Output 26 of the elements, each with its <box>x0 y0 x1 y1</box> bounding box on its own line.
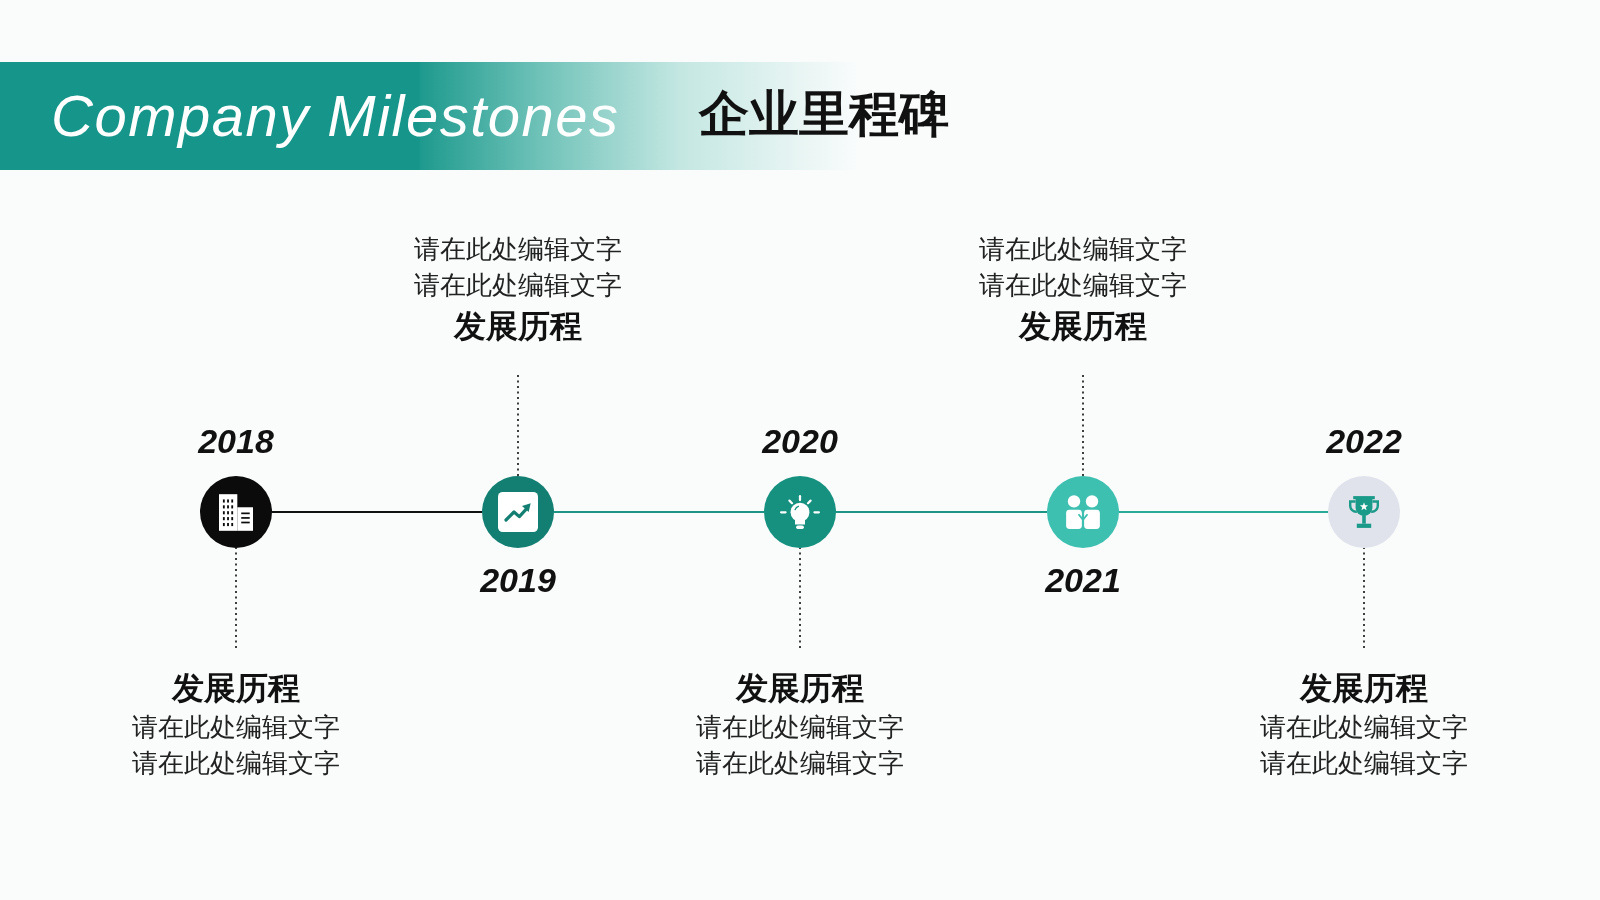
translated-title: 企业里程碑 <box>699 86 949 142</box>
milestone-description: 请在此处编辑文字请在此处编辑文字 <box>131 712 341 780</box>
leader-line <box>1082 374 1084 477</box>
milestone-heading: 发展历程 <box>454 308 582 344</box>
milestone-heading: 发展历程 <box>1300 670 1428 706</box>
milestone-description: 请在此处编辑文字请在此处编辑文字 <box>695 712 905 780</box>
leader-line <box>799 547 801 649</box>
year-label: 2020 <box>762 421 838 461</box>
year-label: 2022 <box>1326 421 1402 461</box>
milestone-description: 请在此处编辑文字请在此处编辑文字 <box>1259 712 1469 780</box>
timeline-connector <box>554 510 764 514</box>
timeline-connector <box>836 510 1047 514</box>
year-label: 2018 <box>198 421 274 461</box>
milestone-heading: 发展历程 <box>1019 308 1147 344</box>
year-label: 2019 <box>480 560 556 600</box>
timeline-connector <box>272 510 482 514</box>
page-title: Company Milestones <box>51 83 620 149</box>
timeline-connector <box>1119 510 1328 514</box>
leader-line <box>1363 547 1365 649</box>
milestone-description: 请在此处编辑文字请在此处编辑文字 <box>413 234 623 302</box>
milestone-heading: 发展历程 <box>736 670 864 706</box>
milestone-description: 请在此处编辑文字请在此处编辑文字 <box>978 234 1188 302</box>
leader-line <box>517 374 519 477</box>
leader-line <box>235 547 237 649</box>
milestone-heading: 发展历程 <box>172 670 300 706</box>
year-label: 2021 <box>1045 560 1121 600</box>
